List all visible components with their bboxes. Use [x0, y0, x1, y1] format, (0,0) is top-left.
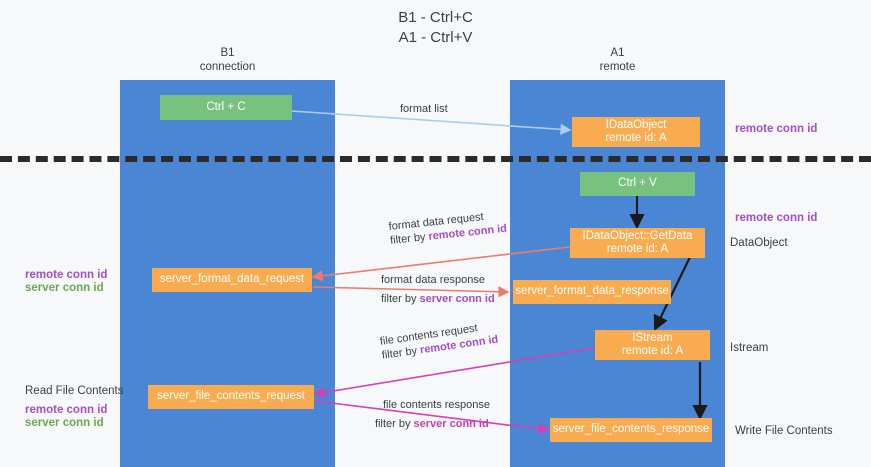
side-label-left-server-conn-id-mid: server conn id — [25, 282, 104, 294]
node-server-file-contents-response[interactable]: server_file_contents_response — [550, 418, 712, 442]
node-ctrl-c[interactable]: Ctrl + C — [160, 95, 292, 120]
edge-label-file-contents-request: file contents request filter by remote c… — [379, 319, 499, 363]
node-server-format-data-request[interactable]: server_format_data_request — [152, 268, 312, 292]
node-getdata-line-1: IDataObject::GetData — [582, 229, 693, 242]
side-label-remote-conn-id-top: remote conn id — [735, 123, 818, 135]
node-ctrl-v-label: Ctrl + V — [618, 177, 657, 190]
title-line-2: A1 - Ctrl+V — [398, 29, 473, 46]
node-ctrl-c-label: Ctrl + C — [206, 100, 246, 113]
lane-header-b1: B1 connection — [120, 47, 335, 74]
node-fmt-resp-label: server_format_data_response — [515, 285, 669, 298]
edge-label-file-req-prefix: filter by — [381, 344, 421, 362]
edge-label-format-data-request: format data request filter by remote con… — [388, 208, 508, 248]
edge-label-file-resp-line-1: file contents response — [383, 399, 491, 411]
edge-label-file-resp-line-2: filter by server conn id — [375, 417, 490, 431]
edge-label-format-list: format list — [400, 103, 448, 115]
phase-separator — [0, 156, 871, 162]
edge-label-format-data-response: format data response filter by server co… — [381, 273, 495, 306]
node-ctrl-v[interactable]: Ctrl + V — [580, 172, 695, 196]
node-fmt-req-label: server_format_data_request — [159, 273, 305, 286]
edge-label-fmt-resp-prefix: filter by — [381, 293, 420, 305]
node-file-req-label: server_file_contents_request — [157, 390, 305, 403]
side-label-left-remote-conn-id-mid: remote conn id — [25, 269, 108, 281]
page-title: B1 - Ctrl+C A1 - Ctrl+V — [0, 8, 871, 48]
lane-header-b1-sub: connection — [199, 60, 256, 73]
edge-label-file-resp-prefix: filter by — [375, 418, 414, 430]
edge-label-file-resp-key: server conn id — [413, 418, 489, 430]
side-label-istream: Istream — [730, 342, 769, 354]
lane-header-a1: A1 remote — [510, 47, 725, 74]
side-label-left-server-conn-id-bottom: server conn id — [25, 417, 104, 429]
edge-label-file-contents-response: file contents response filter by server … — [375, 398, 491, 431]
node-istream-line-1: IStream — [632, 331, 673, 344]
lane-header-a1-name: A1 — [610, 47, 625, 59]
node-istream[interactable]: IStream remote id: A — [595, 330, 710, 360]
lane-header-a1-sub: remote — [599, 60, 636, 73]
node-idataobject-line-2: remote id: A — [605, 132, 667, 144]
edge-label-fmt-resp-line-2: filter by server conn id — [381, 292, 495, 306]
edge-label-fmt-resp-line-1: format data response — [381, 274, 485, 286]
node-getdata-line-2: remote id: A — [606, 243, 669, 255]
side-label-remote-conn-id-mid: remote conn id — [735, 212, 818, 224]
node-idataobject-line-1: IDataObject — [605, 118, 667, 131]
node-idataobject-getdata[interactable]: IDataObject::GetData remote id: A — [570, 228, 705, 258]
title-line-1: B1 - Ctrl+C — [398, 9, 473, 26]
lane-header-b1-name: B1 — [220, 47, 235, 59]
side-label-left-remote-conn-id-bottom: remote conn id — [25, 404, 108, 416]
node-server-file-contents-request[interactable]: server_file_contents_request — [148, 385, 314, 409]
edge-label-fmt-req-prefix: filter by — [389, 230, 430, 247]
node-idataobject[interactable]: IDataObject remote id: A — [572, 117, 700, 147]
side-label-read-file-contents: Read File Contents — [25, 385, 124, 397]
node-file-resp-label: server_file_contents_response — [552, 423, 710, 436]
edge-label-fmt-resp-key: server conn id — [419, 293, 495, 305]
node-istream-line-2: remote id: A — [621, 345, 684, 357]
side-label-write-file-contents: Write File Contents — [735, 425, 833, 437]
node-server-format-data-response[interactable]: server_format_data_response — [513, 280, 671, 304]
side-label-dataobject: DataObject — [730, 237, 788, 249]
